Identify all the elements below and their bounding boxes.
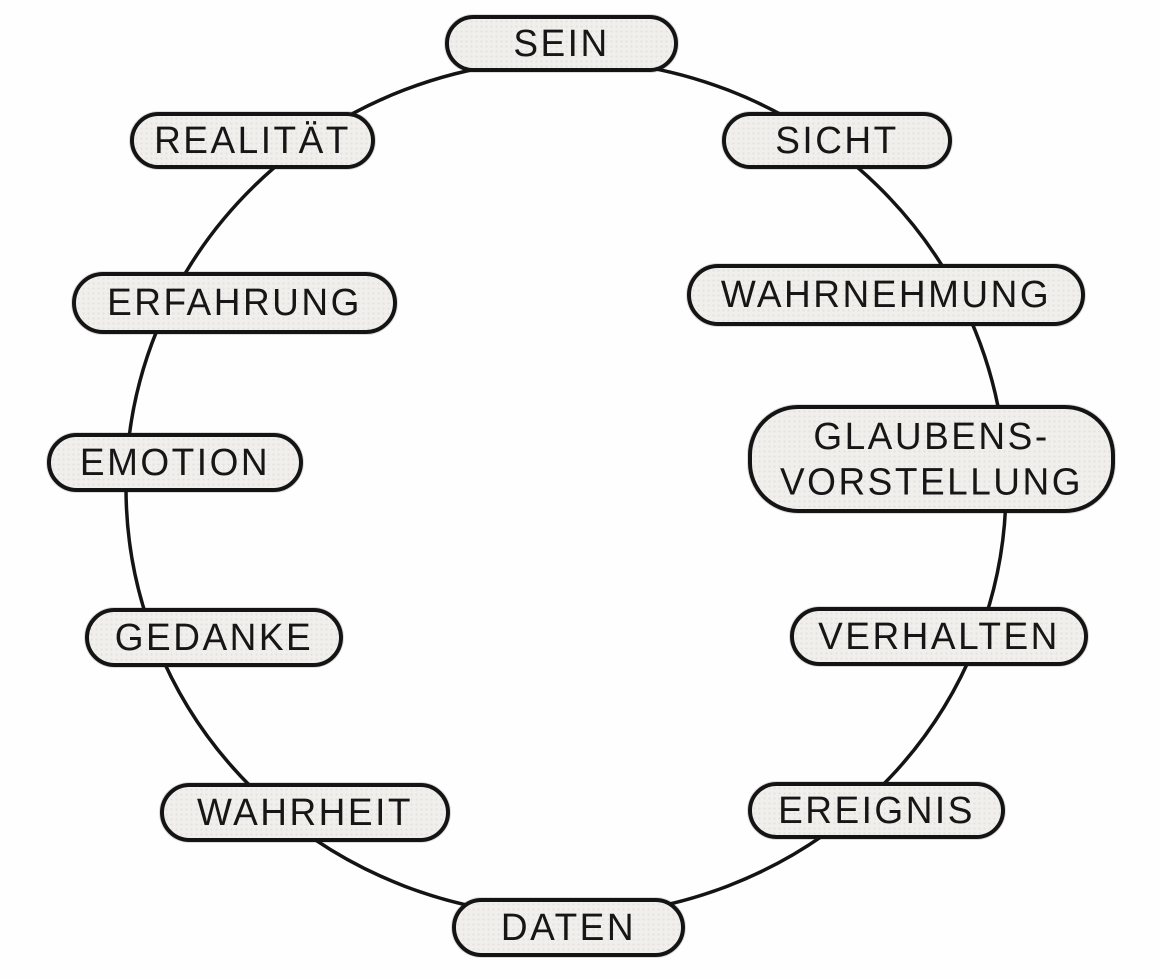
node-sein: SEIN xyxy=(445,15,678,72)
node-wahrheit: WAHRHEIT xyxy=(160,783,450,842)
node-daten: DATEN xyxy=(452,898,685,957)
node-sicht: SICHT xyxy=(722,112,952,169)
node-glaubensvorstellung-label: GLAUBENS- VORSTELLUNG xyxy=(779,415,1083,503)
node-verhalten-label: VERHALTEN xyxy=(818,615,1060,658)
node-erfahrung: ERFAHRUNG xyxy=(72,272,397,334)
node-sein-label: SEIN xyxy=(513,22,610,65)
node-ereignis-label: EREIGNIS xyxy=(778,789,975,832)
node-ereignis: EREIGNIS xyxy=(748,782,1005,839)
node-glaubensvorstellung: GLAUBENS- VORSTELLUNG xyxy=(748,405,1115,513)
node-realitaet-label: REALITÄT xyxy=(154,119,351,162)
node-daten-label: DATEN xyxy=(500,906,637,949)
node-erfahrung-label: ERFAHRUNG xyxy=(107,282,362,324)
node-sicht-label: SICHT xyxy=(775,119,899,162)
node-gedanke: GEDANKE xyxy=(85,608,343,667)
node-emotion: EMOTION xyxy=(47,433,303,492)
node-wahrnehmung-label: WAHRNEHMUNG xyxy=(720,274,1052,316)
node-wahrheit-label: WAHRHEIT xyxy=(197,791,413,834)
node-gedanke-label: GEDANKE xyxy=(114,616,314,659)
node-realitaet: REALITÄT xyxy=(130,112,375,169)
node-emotion-label: EMOTION xyxy=(79,441,271,484)
node-verhalten: VERHALTEN xyxy=(790,607,1088,666)
node-wahrnehmung: WAHRNEHMUNG xyxy=(687,264,1085,326)
